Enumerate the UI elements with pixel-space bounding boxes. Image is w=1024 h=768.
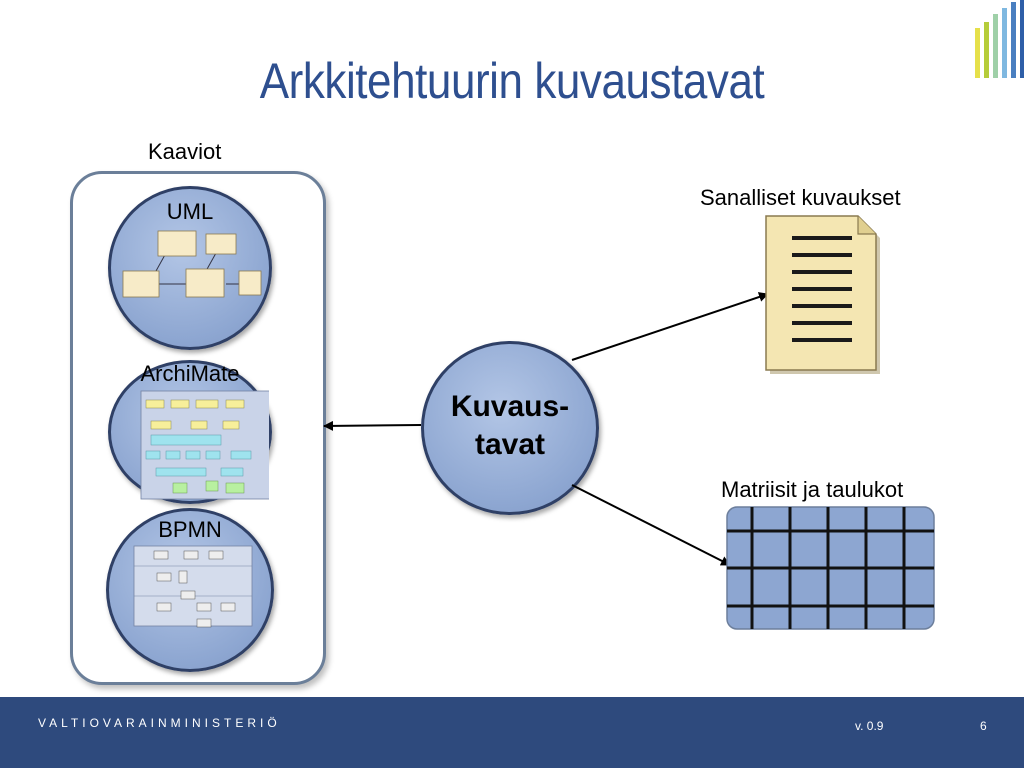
page-number: 6 bbox=[980, 719, 987, 733]
bpmn-label: BPMN bbox=[158, 517, 222, 542]
group-label: Kaaviot bbox=[148, 139, 222, 164]
footer-brand: VALTIOVARAINMINISTERIÖ bbox=[38, 716, 281, 730]
arrow-to-matrix bbox=[571, 484, 731, 566]
kuvaustavat-node bbox=[421, 341, 599, 515]
bpmn-thumbnail bbox=[133, 545, 253, 628]
bpmn-node: BPMN bbox=[106, 508, 274, 672]
uml-label: UML bbox=[166, 199, 214, 224]
uml-thumbnail bbox=[122, 230, 262, 298]
footer-bar bbox=[0, 697, 1024, 768]
matrix-label: Matriisit ja taulukot bbox=[721, 477, 904, 502]
archimate-thumbnail bbox=[140, 390, 269, 500]
text-label: Sanalliset kuvaukset bbox=[700, 185, 901, 210]
page-title: Arkkitehtuurin kuvaustavat bbox=[259, 53, 765, 109]
uml-node: UML bbox=[108, 186, 272, 350]
archimate-node: ArchiMate bbox=[108, 360, 272, 504]
archimate-label: ArchiMate bbox=[140, 361, 240, 386]
kuvaustavat-label: Kuvaus- tavat bbox=[420, 388, 600, 464]
arrow-to-diagrams bbox=[323, 420, 422, 431]
kuvaustavat-line1: Kuvaus- bbox=[450, 390, 570, 423]
kuvaustavat-line2: tavat bbox=[474, 428, 546, 461]
footer-version: v. 0.9 bbox=[855, 719, 884, 733]
arrow-to-text bbox=[571, 292, 769, 361]
